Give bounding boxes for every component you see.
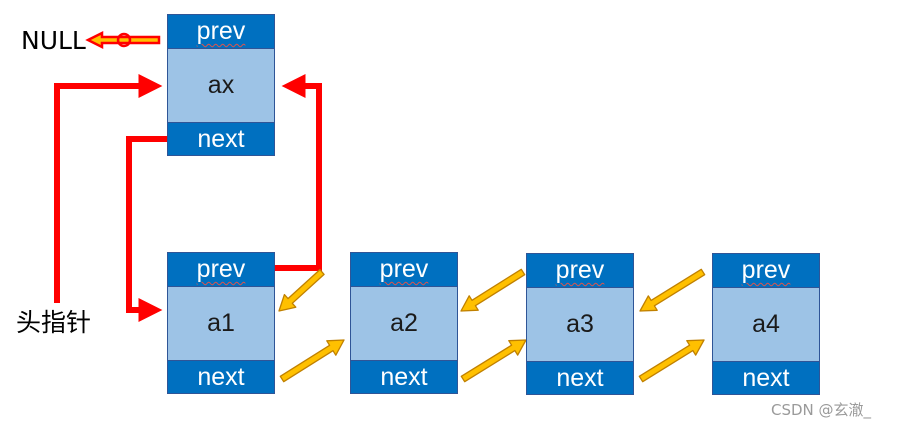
node-ax-prev-label: prev [196,17,246,45]
node-a2-next-field: next [351,361,457,393]
a1-next-to-a2-arrow [279,339,345,383]
node-ax-next-field: next [168,123,274,155]
node-a2-next-label: next [380,362,428,391]
a4-prev-to-a3-arrow [639,268,706,312]
node-a4-next-label: next [742,363,790,392]
node-ax-prev-field: prev [168,15,274,48]
a3-next-to-a4-arrow [638,339,705,383]
node-a3-prev-label: prev [555,256,605,284]
watermark: CSDN @玄澈_ [771,401,872,419]
node-a1-value: a1 [207,309,235,337]
node-a4: prev a4 next [712,253,820,395]
node-ax-next-label: next [197,124,245,153]
node-a1-prev-field: prev [168,253,274,286]
node-a3-value: a3 [566,310,594,338]
ax-prev-to-null-arrow [85,30,161,50]
head-pointer-label: 头指针 [16,308,92,337]
node-a4-prev-field: prev [713,254,819,287]
node-a3-next-field: next [527,362,633,394]
null-label: NULL [21,26,86,55]
node-a1-prev-label: prev [196,255,246,283]
node-a2-prev-field: prev [351,253,457,286]
node-a3-next-label: next [556,363,604,392]
node-a4-value: a4 [752,310,780,338]
a2-next-to-a3-arrow [460,339,527,383]
node-ax-value-field: ax [168,48,274,123]
node-a4-value-field: a4 [713,287,819,362]
node-a2-prev-label: prev [379,255,429,283]
node-a4-prev-label: prev [741,256,791,284]
node-a2: prev a2 next [350,252,458,394]
a2-prev-to-a1-arrow [278,268,325,312]
node-a1-next-field: next [168,361,274,393]
node-a1-next-label: next [197,362,245,391]
node-a3-prev-field: prev [527,254,633,287]
node-a2-value-field: a2 [351,286,457,361]
link-arrows [278,268,706,383]
node-a3: prev a3 next [526,253,634,395]
a1-prev-to-ax-arrow [275,74,322,271]
ax-next-to-a1-arrow [126,136,168,322]
node-a1: prev a1 next [167,252,275,394]
null-pointer-origin-dot [116,32,132,48]
head-to-ax-arrow [54,74,163,303]
node-ax: prev ax next [167,14,275,156]
node-a1-value-field: a1 [168,286,274,361]
node-a3-value-field: a3 [527,287,633,362]
a3-prev-to-a2-arrow [460,268,526,312]
node-ax-value: ax [207,71,235,99]
node-a2-value: a2 [390,309,418,337]
node-a4-next-field: next [713,362,819,394]
